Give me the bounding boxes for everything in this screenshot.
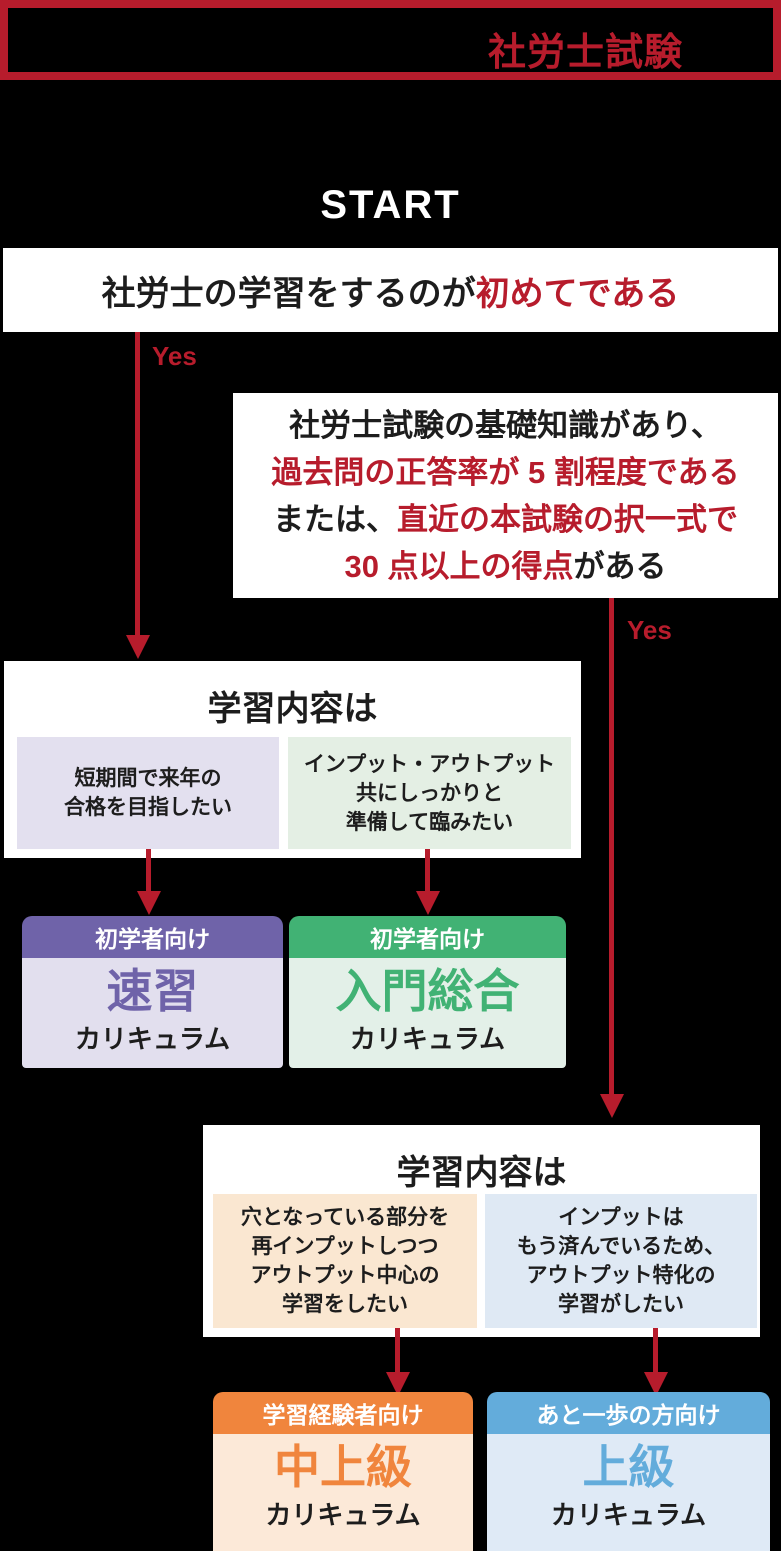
question-experienced-line1: 社労士試験の基礎知識があり、 xyxy=(289,402,722,449)
branch2-title: 学習内容は xyxy=(396,1154,567,1192)
arrow-head-icon xyxy=(126,635,150,659)
question-first-time-black: 社労士の学習をするのが xyxy=(101,274,476,313)
card-suffix: カリキュラム xyxy=(349,1024,506,1054)
card-badge: 学習経験者向け xyxy=(213,1392,473,1434)
arrow-head-icon xyxy=(137,891,161,915)
branch-box-experienced: 学習内容は 穴となっている部分を 再インプットしつつ アウトプット中心の 学習を… xyxy=(203,1125,760,1337)
q2-line3-black: または、 xyxy=(273,501,397,537)
card-badge: 初学者向け xyxy=(289,916,566,958)
arrow-line xyxy=(395,1328,400,1372)
question-experienced-line2: 過去問の正答率が 5 割程度である xyxy=(271,449,739,496)
card-name: 上級 xyxy=(582,1441,675,1493)
question-first-time: 社労士の学習をするのが初めてである xyxy=(3,248,778,332)
question-first-time-red: 初めてである xyxy=(475,274,680,313)
card-name: 速習 xyxy=(106,965,199,1017)
card-badge: あと一歩の方向け xyxy=(487,1392,770,1434)
arrow-line xyxy=(653,1328,658,1372)
start-label: START xyxy=(320,183,461,227)
card-name: 中上級 xyxy=(274,1441,412,1493)
option-reinput-output: 穴となっている部分を 再インプットしつつ アウトプット中心の 学習をしたい xyxy=(213,1194,477,1328)
q2-line4-red: 30 点以上の得点 xyxy=(344,548,574,584)
option-thorough-prep: インプット・アウトプット 共にしっかりと 準備して臨みたい xyxy=(288,737,571,849)
question-experienced: 社労士試験の基礎知識があり、 過去問の正答率が 5 割程度である または、直近の… xyxy=(233,393,778,598)
yes-label-1: Yes xyxy=(152,341,197,371)
arrow-line xyxy=(146,849,151,891)
branch1-title: 学習内容は xyxy=(207,690,378,728)
card-body: 速習 カリキュラム xyxy=(22,958,283,1068)
q2-line2-red: 過去問の正答率が 5 割程度である xyxy=(271,454,740,490)
exam-title: 社労士試験 xyxy=(488,32,684,74)
arrow-head-icon xyxy=(600,1094,624,1118)
question-first-time-text: 社労士の学習をするのが初めてである xyxy=(102,266,680,315)
exam-title-banner: 社労士試験 xyxy=(0,0,781,80)
question-experienced-line3: または、直近の本試験の択一式で xyxy=(273,496,738,543)
question-experienced-line4: 30 点以上の得点がある xyxy=(344,543,666,590)
arrow-line xyxy=(425,849,430,891)
card-name: 入門総合 xyxy=(335,965,520,1017)
arrow-line xyxy=(609,598,614,1094)
card-suffix: カリキュラム xyxy=(74,1024,231,1054)
arrow-line xyxy=(135,332,140,635)
q2-line1-black: 社労士試験の基礎知識があり、 xyxy=(289,407,722,443)
q2-line4-black: がある xyxy=(573,548,667,584)
card-suffix: カリキュラム xyxy=(550,1500,707,1530)
card-badge: 初学者向け xyxy=(22,916,283,958)
card-body: 上級 カリキュラム xyxy=(487,1434,770,1551)
branch-box-beginner: 学習内容は 短期間で来年の 合格を目指したい インプット・アウトプット 共にしっ… xyxy=(4,661,581,858)
card-chujokyu-curriculum: 学習経験者向け 中上級 カリキュラム xyxy=(213,1392,473,1551)
arrow-head-icon xyxy=(416,891,440,915)
option-output-focused: インプットは もう済んでいるため、 アウトプット特化の 学習がしたい xyxy=(485,1194,757,1328)
q2-line3-red: 直近の本試験の択一式で xyxy=(397,501,738,537)
card-jokyu-curriculum: あと一歩の方向け 上級 カリキュラム xyxy=(487,1392,770,1551)
option-short-term: 短期間で来年の 合格を目指したい xyxy=(17,737,279,849)
card-sokushu-curriculum: 初学者向け 速習 カリキュラム xyxy=(22,916,283,1068)
card-body: 入門総合 カリキュラム xyxy=(289,958,566,1068)
card-body: 中上級 カリキュラム xyxy=(213,1434,473,1551)
card-nyumon-sogo-curriculum: 初学者向け 入門総合 カリキュラム xyxy=(289,916,566,1068)
yes-label-2: Yes xyxy=(627,615,672,645)
card-suffix: カリキュラム xyxy=(265,1500,421,1530)
